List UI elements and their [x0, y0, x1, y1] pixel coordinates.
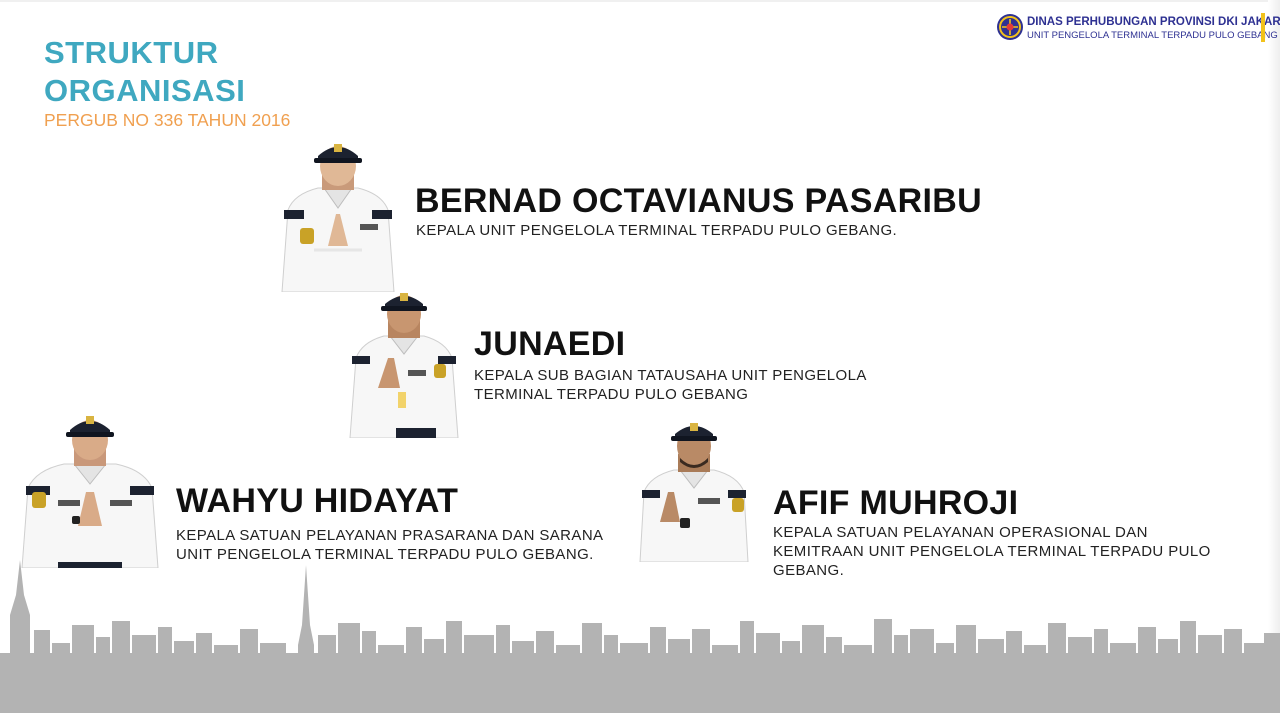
official-name-3: WAHYU HIDAYAT [176, 482, 459, 520]
official-role-4-line2: KEMITRAAN UNIT PENGELOLA TERMINAL TERPAD… [773, 543, 1211, 560]
top-border [0, 0, 1280, 2]
official-photo-3 [21, 416, 159, 568]
official-name-1: BERNAD OCTAVIANUS PASARIBU [415, 182, 982, 220]
dishub-emblem-icon [997, 14, 1023, 40]
city-skyline-illustration [0, 560, 1280, 713]
official-role-2: KEPALA SUB BAGIAN TATAUSAHA UNIT PENGELO… [474, 366, 867, 404]
logo-text-agency: DINAS PERHUBUNGAN PROVINSI DKI JAKARTA [1027, 16, 1280, 28]
page-title: STRUKTUR ORGANISASI [44, 34, 245, 110]
official-photo-1 [281, 144, 395, 292]
official-photo-2 [349, 293, 459, 438]
right-edge-shadow [1268, 0, 1280, 713]
official-role-4-line3: GEBANG. [773, 562, 845, 579]
official-name-2: JUNAEDI [474, 325, 626, 363]
official-role-1-line1: KEPALA UNIT PENGELOLA TERMINAL TERPADU P… [416, 222, 898, 239]
official-role-1: KEPALA UNIT PENGELOLA TERMINAL TERPADU P… [416, 221, 897, 240]
official-name-4: AFIF MUHROJI [773, 484, 1019, 522]
official-role-3: KEPALA SATUAN PELAYANAN PRASARANA DAN SA… [176, 526, 603, 564]
official-role-2-line2: TERMINAL TERPADU PULO GEBANG [474, 386, 749, 403]
official-role-3-line1: KEPALA SATUAN PELAYANAN PRASARANA DAN SA… [176, 527, 604, 544]
official-role-3-line2: UNIT PENGELOLA TERMINAL TERPADU PULO GEB… [176, 546, 594, 563]
page-title-line1: STRUKTUR [44, 35, 219, 70]
official-role-4: KEPALA SATUAN PELAYANAN OPERASIONAL DAN … [773, 523, 1211, 580]
official-photo-4 [639, 423, 749, 562]
page-subtitle: PERGUB NO 336 TAHUN 2016 [44, 110, 291, 130]
logo-accent-bar [1261, 13, 1265, 42]
official-role-2-line1: KEPALA SUB BAGIAN TATAUSAHA UNIT PENGELO… [474, 367, 867, 384]
agency-logo: DINAS PERHUBUNGAN PROVINSI DKI JAKARTA U… [996, 13, 1280, 45]
page-title-line2: ORGANISASI [44, 73, 246, 108]
logo-text-unit: UNIT PENGELOLA TERMINAL TERPADU PULO GEB… [1027, 30, 1278, 41]
official-role-4-line1: KEPALA SATUAN PELAYANAN OPERASIONAL DAN [773, 524, 1148, 541]
